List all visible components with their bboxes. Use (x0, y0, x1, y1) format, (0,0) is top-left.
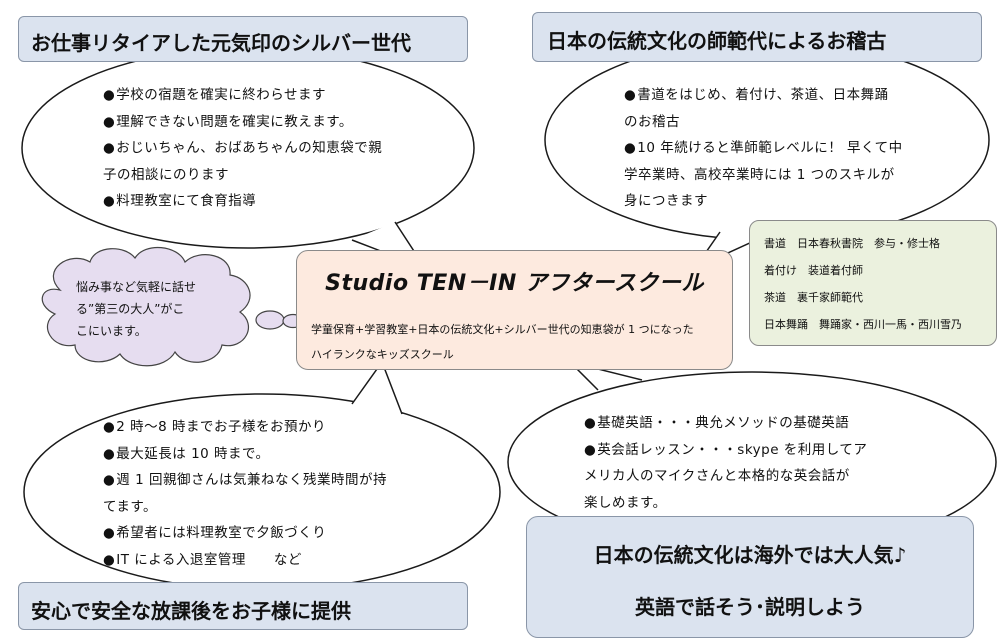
list-item: 10 年続けると準師範レベルに！ 早くて中 (624, 135, 903, 162)
list-item: 最大延長は 10 時まで。 (103, 441, 387, 468)
bottom-left-header-text: 安心で安全な放課後をお子様に提供 (31, 599, 351, 623)
list-item-continuation: 子の相談にのります (103, 166, 229, 183)
list-item: 希望者には料理教室で夕飯づくり (103, 520, 387, 547)
list-item: 理解できない問題を確実に教えます。 (103, 109, 382, 136)
english-box-line1: 日本の伝統文化は海外では大人気♪ (593, 543, 907, 567)
credential-item: 着付け 装道着付師 (764, 264, 863, 277)
center-subtitle-line: ハイランクなキッズスクール (311, 348, 454, 361)
list-item-continuation: 楽しめます。 (584, 494, 667, 511)
list-item-continuation: 学卒業時、高校卒業時には 1 つのスキルが (624, 166, 895, 183)
top-right-header: 日本の伝統文化の師範代によるお稽古 (532, 12, 982, 62)
list-item: おじいちゃん、おばあちゃんの知恵袋で親 (103, 135, 382, 162)
english-box: 日本の伝統文化は海外では大人気♪ 英語で話そう･説明しよう (526, 516, 974, 638)
list-item: 2 時～8 時までお子様をお預かり (103, 414, 387, 441)
credentials-box: 書道 日本春秋書院 参与・修士格 着付け 装道着付師 茶道 裏千家師範代 日本舞… (749, 220, 997, 346)
top-left-text: 学校の宿題を確実に終わらせます 理解できない問題を確実に教えます。 おじいちゃん… (103, 82, 382, 215)
list-item: IT による入退室管理 など (103, 547, 387, 574)
bottom-left-header: 安心で安全な放課後をお子様に提供 (18, 582, 468, 630)
credential-item: 日本舞踊 舞踊家・西川一馬・西川雪乃 (764, 318, 962, 331)
cloud-line: こにいます。 (76, 324, 147, 338)
list-item: 英会話レッスン・・・skype を利用してア (584, 437, 867, 464)
top-left-header-text: お仕事リタイアした元気印のシルバー世代 (31, 31, 411, 55)
thought-cloud (41, 246, 304, 367)
top-left-header: お仕事リタイアした元気印のシルバー世代 (18, 16, 468, 62)
cloud-text: 悩み事など気軽に話せ る”第三の大人”がこ こにいます。 (76, 276, 196, 342)
center-subtitle-line: 学童保育+学習教室+日本の伝統文化+シルバー世代の知恵袋が 1 つになった (311, 323, 694, 336)
list-item: 料理教室にて食育指導 (103, 188, 382, 215)
list-item-continuation: てます。 (103, 498, 157, 515)
bottom-left-text: 2 時～8 時までお子様をお預かり 最大延長は 10 時まで。 週 1 回親御さ… (103, 414, 387, 573)
cloud-line: 悩み事など気軽に話せ (76, 280, 197, 294)
cloud-line: る”第三の大人”がこ (76, 302, 185, 316)
credential-item: 書道 日本春秋書院 参与・修士格 (764, 237, 940, 250)
list-item-continuation: メリカ人のマイクさんと本格的な英会話が (584, 468, 850, 484)
list-item: 週 1 回親御さんは気兼ねなく残業時間が持 (103, 467, 387, 494)
top-right-header-text: 日本の伝統文化の師範代によるお稽古 (547, 29, 887, 53)
english-box-line2: 英語で話そう･説明しよう (635, 595, 865, 619)
list-item-continuation: 身につきます (624, 193, 708, 209)
list-item: 書道をはじめ、着付け、茶道、日本舞踊 (624, 82, 903, 109)
list-item: 基礎英語・・・典允メソッドの基礎英語 (584, 410, 867, 437)
top-right-text: 書道をはじめ、着付け、茶道、日本舞踊 のお稽古 10 年続けると準師範レベルに！… (624, 82, 903, 215)
list-item-continuation: のお稽古 (624, 113, 680, 130)
credential-item: 茶道 裏千家師範代 (764, 291, 863, 304)
list-item: 学校の宿題を確実に終わらせます (103, 82, 382, 109)
bottom-right-text: 基礎英語・・・典允メソッドの基礎英語 英会話レッスン・・・skype を利用して… (584, 410, 867, 516)
center-title: Studio TEN－IN アフタースクール (325, 271, 704, 296)
center-box: Studio TEN－IN アフタースクール 学童保育+学習教室+日本の伝統文化… (296, 250, 733, 370)
